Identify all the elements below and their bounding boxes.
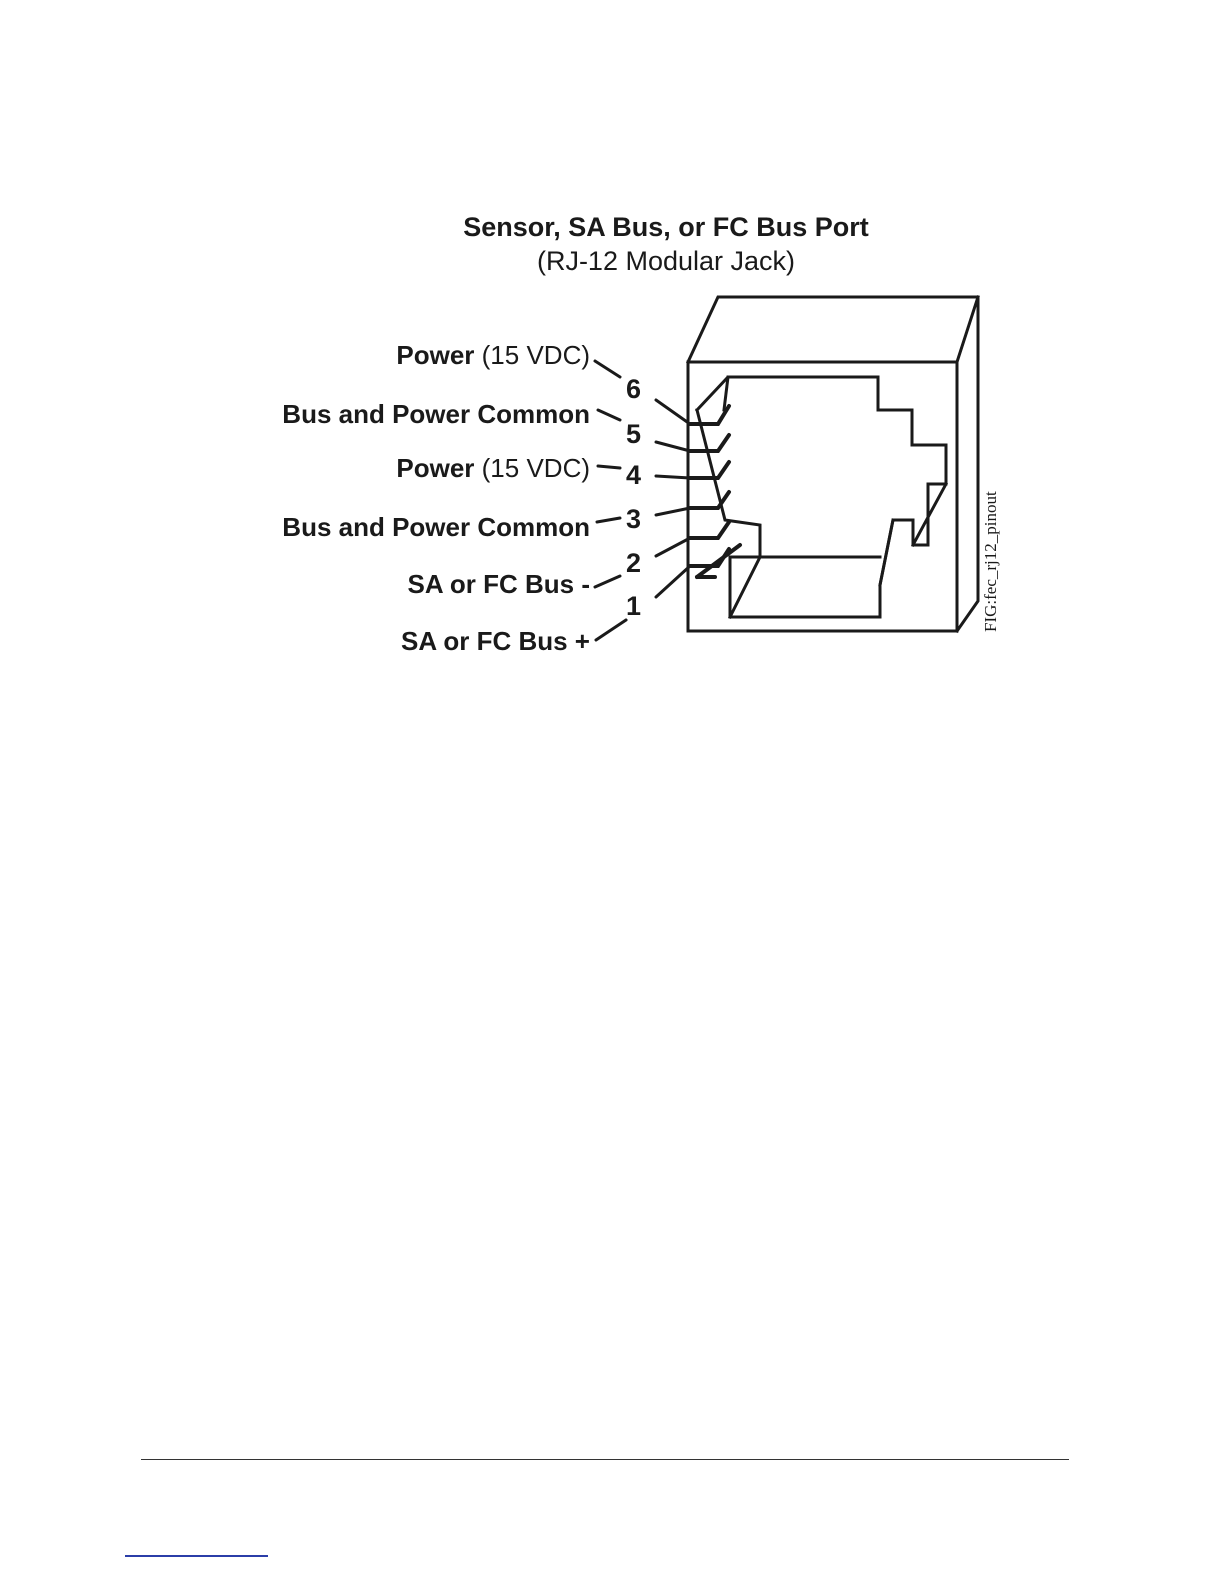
leader-pin-5 <box>656 442 690 451</box>
leader-label-5 <box>598 410 620 420</box>
jack-housing-front <box>688 362 957 631</box>
footer-link-underline[interactable] <box>125 1555 268 1557</box>
figure-id: FIG:fec_rj12_pinout <box>982 491 999 632</box>
footer-rule <box>141 1459 1069 1460</box>
leader-label-3 <box>597 518 620 522</box>
leader-label-6 <box>595 361 620 377</box>
leader-pin-1 <box>656 566 690 597</box>
leader-label-2 <box>595 576 620 587</box>
pin-contact-2 <box>690 522 729 538</box>
leader-pin-2 <box>656 538 690 556</box>
jack-opening <box>697 377 946 617</box>
jack-housing-edge <box>957 297 978 362</box>
leader-pin-3 <box>656 508 690 515</box>
pin-contact-5 <box>690 435 729 451</box>
leader-label-1 <box>596 620 626 640</box>
pin-contact-3 <box>690 492 729 508</box>
leader-label-4 <box>598 466 620 468</box>
leader-pin-6 <box>656 400 690 424</box>
leader-pin-4 <box>656 476 690 478</box>
